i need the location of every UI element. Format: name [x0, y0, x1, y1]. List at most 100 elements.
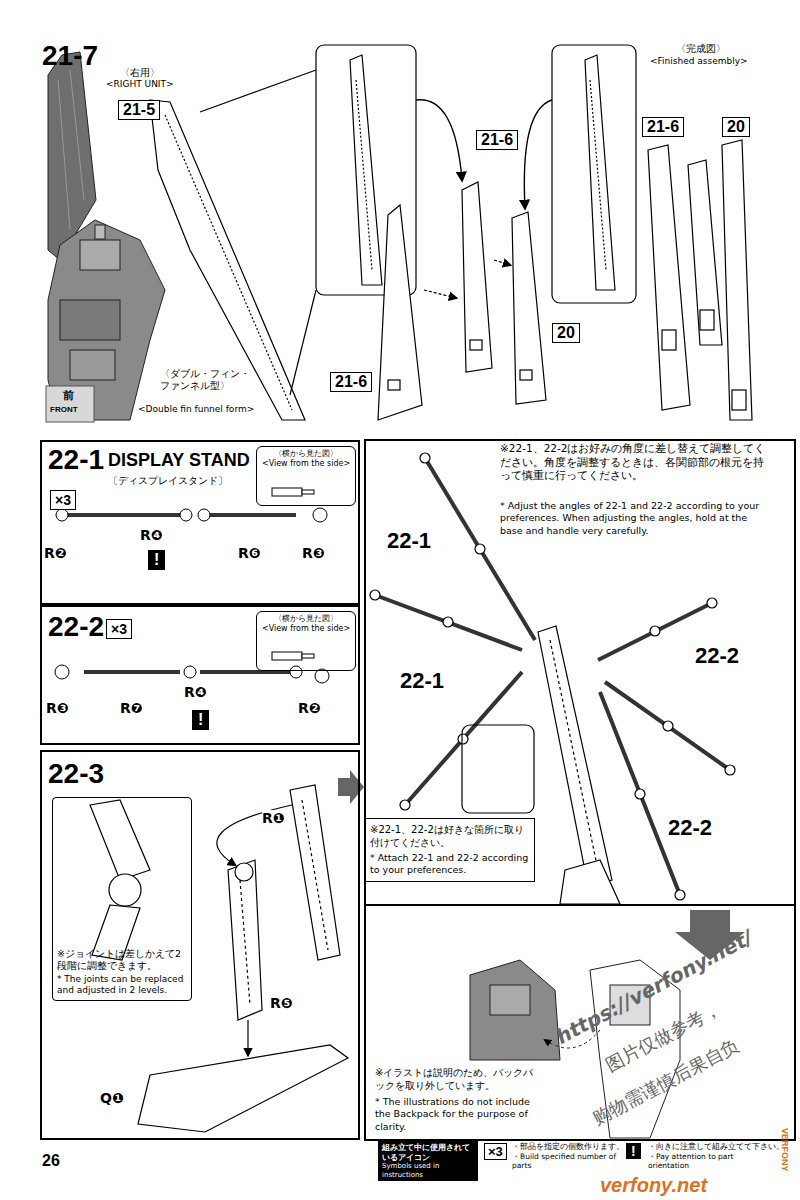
caution-icon-text: !	[631, 1143, 636, 1159]
stand-arm	[217, 805, 292, 865]
note-box: ※22-1、22-2は好きな箇所に取り付けてください。* Attach 22-1…	[365, 818, 535, 882]
robot-figure	[48, 220, 165, 420]
caution-icon: !	[626, 1143, 641, 1159]
note-box: ※ジョイントは差しかえて2段階に調整できます。* The joints can …	[52, 797, 192, 1001]
stand-tower	[420, 453, 430, 463]
part-number: R❷	[298, 700, 321, 716]
assembly-label: <Finished assembly>	[650, 56, 748, 66]
quantity-icon: ×3	[484, 1143, 507, 1160]
robot-figure	[70, 70, 84, 200]
fin-parts	[388, 380, 400, 390]
note-box-text: ※22-1、22-2は好きな箇所に取り付けてください。	[370, 823, 530, 849]
callout-number: 22-1	[400, 668, 444, 694]
stand-arm	[228, 860, 262, 1020]
step-panel: 22-1DISPLAY STAND 〔ディスプレイスタンド〕 ×3 〈横から見た図〉<…	[40, 440, 360, 605]
stand-tower	[560, 860, 620, 904]
callout-number: 22-2	[695, 643, 739, 669]
icon-description: ・部品を指定の個数作ります。	[512, 1141, 624, 1152]
stand-arm	[302, 800, 328, 950]
callout-number: 22-2	[668, 815, 712, 841]
caution-icon-text: !	[198, 711, 203, 729]
stand-tower	[650, 626, 660, 636]
robot-figure	[95, 225, 105, 239]
step-panel: 22-2×3〈横から見た図〉<View from the side>!	[40, 605, 360, 745]
quantity-icon: ×3	[50, 490, 76, 510]
form-label: 〈ダブル・フィン・ファンネル型〉	[160, 368, 250, 392]
fin-funnel	[165, 115, 292, 410]
side-view-box-text: 〈横から見た図〉	[257, 614, 355, 624]
callout-number-text: 20	[557, 324, 575, 342]
guide-curve	[416, 100, 462, 180]
step-panel: 21-721-521-621-62021-620	[40, 40, 795, 435]
stand-tower	[475, 544, 485, 554]
assembly-label: 〈完成図〉	[676, 42, 726, 56]
front-mark: 前	[63, 388, 74, 403]
quantity-icon-text: ×3	[488, 1144, 503, 1159]
stand-tower	[675, 890, 685, 900]
part-number: R❻	[238, 545, 261, 561]
step-panel-subtext: 〔ディスプレイスタンド〕	[108, 474, 228, 488]
callout-number: 21-6	[330, 372, 372, 392]
stand-joints	[315, 669, 329, 683]
fin-funnel	[150, 100, 305, 420]
stand-joints	[198, 509, 210, 521]
caution-icon: !	[148, 550, 165, 570]
part-number: Q❶	[100, 1090, 124, 1106]
icon-description: ・Pay attention to part orientation	[648, 1152, 773, 1170]
fin-parts	[378, 182, 546, 420]
guide-curve	[416, 100, 552, 208]
detail-inset	[585, 55, 615, 290]
callout-number: 22-1	[387, 528, 431, 554]
stand-joints	[313, 508, 327, 522]
stand-arm	[290, 785, 340, 960]
finished-fins	[732, 390, 746, 410]
fin-parts	[494, 260, 510, 265]
callout-number-text: 21-5	[123, 101, 155, 119]
page-number: 26	[42, 1152, 60, 1170]
fin-parts	[462, 182, 492, 372]
stand-arm	[109, 874, 141, 906]
quantity-icon-text: ×3	[111, 621, 127, 637]
panel-frame	[365, 440, 795, 1140]
watermark: verfony.net	[600, 1174, 707, 1197]
callout-number: 21-5	[118, 100, 160, 120]
note-box-text: ※ジョイントは差しかえて2段階に調整できます。	[57, 948, 187, 972]
finished-fins	[700, 310, 714, 330]
stand-tower	[725, 765, 735, 775]
stand-rods	[66, 513, 182, 517]
caution-icon: !	[192, 710, 209, 730]
robot-figure	[70, 350, 115, 380]
stand-joints	[302, 490, 314, 494]
step-panel-text: 22-1	[48, 444, 104, 476]
finished-fins	[688, 160, 722, 345]
part-number: R❹	[140, 527, 163, 543]
fin-parts	[424, 290, 456, 298]
note-text: ※イラストは説明のため、バックパックを取り外しています。	[375, 1066, 540, 1092]
callout-number-text: 21-6	[647, 118, 679, 136]
fin-funnel	[290, 290, 316, 395]
detail-inset	[590, 80, 606, 270]
robot-figure	[490, 985, 530, 1015]
callout-number-text: 20	[727, 118, 745, 136]
robot-figure	[470, 960, 560, 1060]
part-number: R❼	[120, 700, 143, 716]
stand-rods	[208, 513, 296, 517]
icon-legend-box: 組み立て中に使用されているアイコンSymbols used in instruc…	[378, 1141, 478, 1181]
fin-parts	[520, 370, 532, 380]
callout-number: 20	[552, 323, 580, 343]
stand-joints	[290, 666, 302, 678]
stand-tower	[400, 800, 410, 810]
panel-frame	[365, 440, 795, 1140]
stand-tower	[635, 789, 645, 799]
stand-tower	[538, 626, 612, 886]
step-panel-subtext: DISPLAY STAND	[108, 450, 250, 471]
side-view-box: 〈横から見た図〉<View from the side>	[256, 446, 356, 506]
side-view-box: 〈横から見た図〉<View from the side>	[256, 611, 356, 671]
stand-joints	[180, 509, 192, 521]
stand-joints	[272, 652, 302, 660]
part-number: R❶	[262, 810, 285, 826]
step-panel-text: 21-7	[42, 40, 98, 72]
stand-arm	[240, 880, 250, 1005]
stand-tower	[458, 734, 468, 744]
form-label: <Double fin funnel form>	[138, 404, 254, 414]
